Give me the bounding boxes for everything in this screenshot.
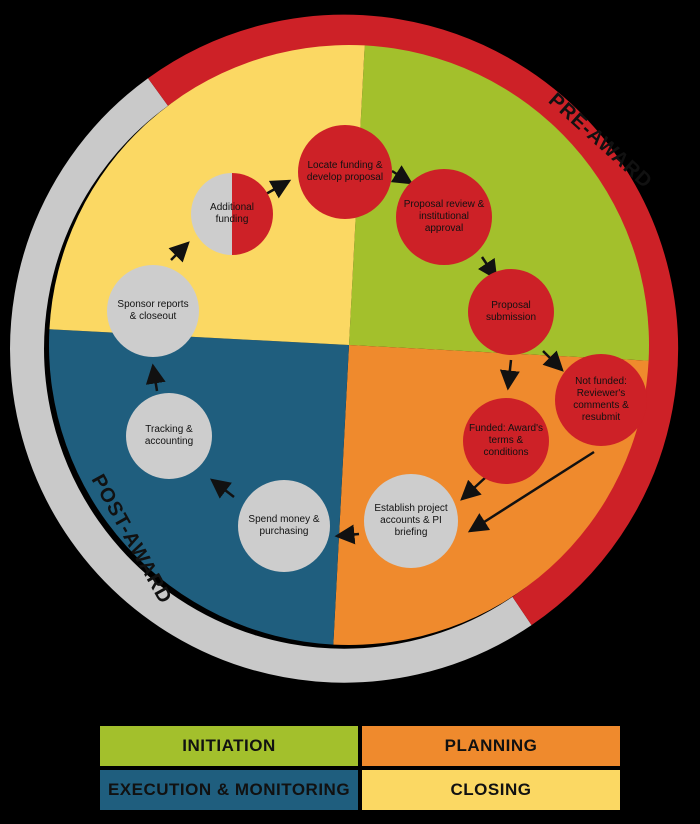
ring-red-arc xyxy=(148,14,679,626)
arrow-additional-to-locate xyxy=(265,179,292,199)
node-label: Proposal submission xyxy=(485,300,537,323)
legend: INITIATION PLANNING EXECUTION & MONITORI… xyxy=(100,726,620,810)
node-label: Funded: Award's terms & conditions xyxy=(469,423,543,458)
ring-gray-arc xyxy=(10,78,532,683)
legend-label: INITIATION xyxy=(182,736,276,755)
node-not-funded: Not funded: Reviewer's comments & resubm… xyxy=(555,354,647,446)
legend-planning: PLANNING xyxy=(362,726,620,766)
node-label: Additional funding xyxy=(210,202,254,225)
legend-label: EXECUTION & MONITORING xyxy=(107,780,351,799)
node-label: Spend money & purchasing xyxy=(248,514,320,537)
node-tracking-accounting: Tracking & accounting xyxy=(126,393,212,479)
node-funded: Funded: Award's terms & conditions xyxy=(463,398,549,484)
arrow-funded-to-establish xyxy=(460,476,487,501)
node-label: Sponsor reports & closeout xyxy=(117,299,189,322)
node-label: Locate funding & develop proposal xyxy=(306,160,384,183)
node-label: Tracking & accounting xyxy=(144,424,194,447)
node-sponsor-reports: Sponsor reports & closeout xyxy=(107,265,199,357)
arrow-establish-to-spend xyxy=(334,524,360,545)
node-proposal-review: Proposal review & institutional approval xyxy=(396,169,492,265)
node-spend-money: Spend money & purchasing xyxy=(238,480,330,572)
node-additional-funding: Additional funding xyxy=(191,173,273,255)
legend-label: PLANNING xyxy=(444,736,538,755)
arrow-notfunded-to-establish xyxy=(467,450,595,533)
node-proposal-submission: Proposal submission xyxy=(468,269,554,355)
node-locate-funding: Locate funding & develop proposal xyxy=(298,125,392,219)
node-label: Not funded: Reviewer's comments & resubm… xyxy=(573,376,629,423)
node-label: Proposal review & institutional approval xyxy=(403,199,485,234)
arrow-submission-to-funded xyxy=(499,359,520,391)
arrow-tracking-to-sponsor xyxy=(145,363,166,392)
arrow-spend-to-tracking xyxy=(210,478,235,499)
arrow-sponsor-to-additional xyxy=(168,241,190,263)
initiation-quadrant xyxy=(349,45,649,361)
legend-initiation: INITIATION xyxy=(100,726,358,766)
arrow-submission-to-notfunded xyxy=(542,350,564,372)
node-label: Establish project accounts & PI briefing xyxy=(374,503,448,538)
arrow-locate-to-review xyxy=(390,165,414,185)
legend-label: CLOSING xyxy=(450,780,532,799)
node-establish-project: Establish project accounts & PI briefing xyxy=(364,474,458,568)
legend-closing: CLOSING xyxy=(362,770,620,810)
legend-execution-monitoring: EXECUTION & MONITORING xyxy=(100,770,358,810)
